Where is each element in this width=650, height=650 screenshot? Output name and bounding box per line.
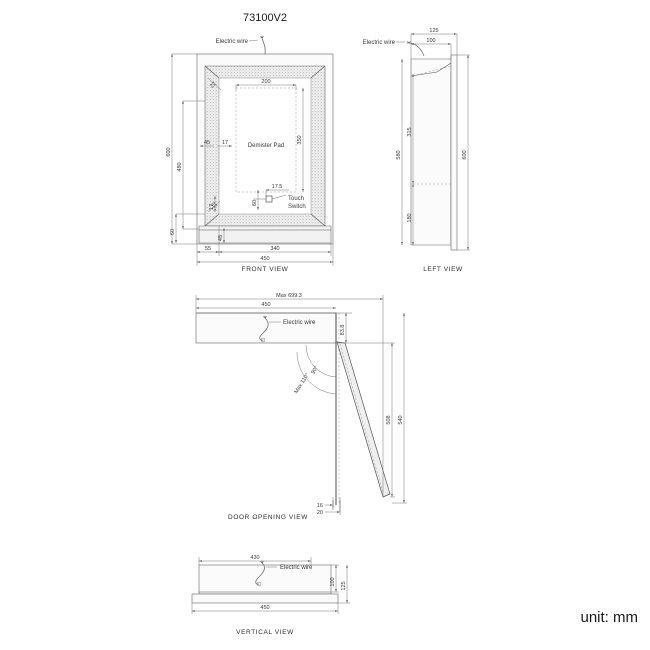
- front-electric-wire-label: Electric wire: [216, 39, 249, 45]
- front-dim-switch-offset-y: 60: [252, 200, 258, 206]
- front-dim-switch-offset-x: 17.5: [272, 184, 283, 190]
- left-view-label: LEFT VIEW: [423, 266, 463, 273]
- left-dim-depth-body: 100: [426, 38, 435, 44]
- door-electric-wire-label: Electric wire: [283, 320, 316, 326]
- demister-pad-label: Demister Pad: [248, 143, 284, 149]
- vertical-view-label: VERTICAL VIEW: [236, 629, 294, 636]
- front-dim-frame-b: 17: [222, 140, 228, 146]
- unit-note: unit: mm: [580, 609, 638, 626]
- front-dim-bottom-inner: 45: [218, 235, 224, 241]
- door-dim-base-a: 16: [317, 503, 323, 509]
- vertical-dim-overall-width: 450: [260, 605, 269, 611]
- door-dim-total-height: 540: [398, 415, 404, 424]
- front-dim-body-width: 340: [270, 246, 279, 252]
- vertical-electric-wire-label: Electric wire: [280, 565, 313, 571]
- left-dim-height-total: 600: [462, 150, 468, 159]
- door-dim-base-b: 20: [317, 510, 323, 516]
- front-dim-inner-height: 480: [177, 162, 183, 171]
- front-dim-overall-height: 600: [166, 147, 172, 156]
- front-dim-bevel-top: 22: [209, 81, 218, 90]
- front-dim-pad-width: 200: [261, 79, 270, 85]
- vertical-dim-depth-total: 125: [341, 581, 347, 590]
- vertical-dim-depth-inner: 100: [330, 577, 336, 586]
- left-view-group: [396, 32, 470, 251]
- left-dim-height-upper: 315: [407, 127, 413, 136]
- front-view-group: [170, 35, 334, 266]
- left-dim-height-lower: 180: [407, 213, 413, 222]
- front-dim-left-offset: 55: [205, 246, 211, 252]
- door-angle-right: 90°: [310, 365, 320, 375]
- front-dim-bevel-bottom: 22: [209, 201, 218, 210]
- front-dim-bottom-frame: 17: [209, 204, 215, 210]
- drawing-title: 73100V2: [243, 12, 287, 24]
- door-dim-width: 450: [261, 302, 270, 308]
- front-view-label: FRONT VIEW: [242, 266, 289, 273]
- front-dim-frame-a: 45: [204, 140, 210, 146]
- door-dim-hinge-offset: 83.8: [340, 325, 346, 336]
- left-dim-depth-total: 125: [429, 28, 438, 34]
- left-dim-height-body: 580: [396, 150, 402, 159]
- front-dim-pad-height: 350: [297, 135, 303, 144]
- left-electric-wire-label: Electric wire: [363, 40, 396, 46]
- touch-switch-label-line1: Touch: [288, 196, 304, 202]
- door-dim-length: 508: [386, 415, 392, 424]
- door-angle-max: Max 110°: [294, 372, 311, 395]
- front-dim-bottom-h: 60: [170, 229, 176, 235]
- door-dim-max-swing: Max 699.3: [276, 293, 302, 299]
- vertical-view-group: [191, 557, 350, 614]
- vertical-dim-inner-width: 430: [250, 555, 259, 561]
- touch-switch-label-line2: Switch: [288, 204, 306, 210]
- door-view-label: DOOR OPENING VIEW: [228, 514, 308, 521]
- door-opening-view-group: [195, 295, 407, 515]
- front-dim-overall-width: 450: [260, 256, 269, 262]
